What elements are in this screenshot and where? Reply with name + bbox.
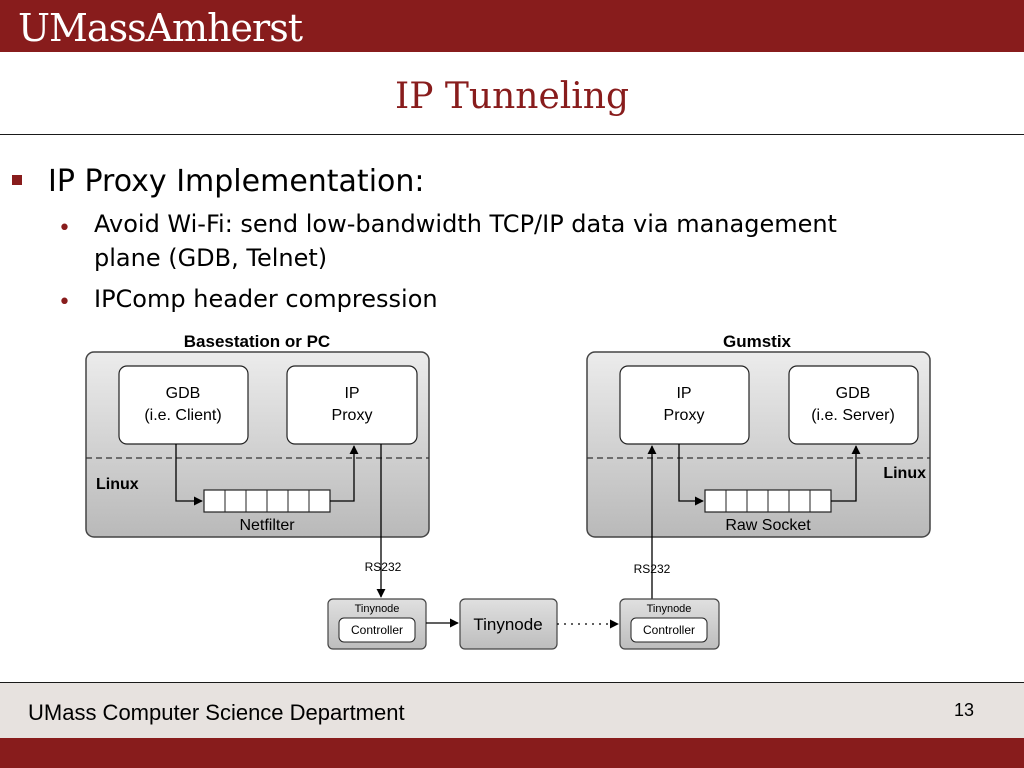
footer-bar: [0, 682, 1024, 739]
left-panel-label: Basestation or PC: [184, 332, 330, 351]
netfilter-queue: [203, 489, 331, 513]
ip-proxy-right-label: IP: [676, 385, 691, 402]
socket-to-gdb-arrow: [831, 445, 861, 502]
slide-title: IP Tunneling: [394, 76, 630, 117]
title-divider: [0, 134, 1024, 135]
controller-right-box: [630, 617, 708, 643]
umass-logo: UMassAmherst: [18, 6, 303, 50]
controller-right-label: Controller: [643, 623, 695, 637]
rs232-left-label: RS232: [365, 560, 402, 574]
bullet-main: IP Proxy Implementation:: [48, 164, 425, 199]
gdb-client-box: [118, 365, 249, 445]
ip-proxy-left-box: [286, 365, 418, 445]
controller-left-box: [338, 617, 416, 643]
page-number: 13: [953, 700, 974, 720]
gdb-to-queue-arrow: [175, 444, 203, 506]
right-panel-label: Gumstix: [723, 332, 792, 351]
queue-to-proxy-arrow: [330, 445, 359, 502]
linux-label-left: Linux: [96, 476, 139, 493]
ip-proxy-right-sublabel: Proxy: [664, 407, 705, 424]
netfilter-label: Netfilter: [239, 517, 295, 534]
dot-bullet-icon: •: [58, 290, 71, 315]
square-bullet-icon: [12, 175, 22, 185]
linux-label-right: Linux: [883, 465, 926, 482]
sub-bullet-1: Avoid Wi-Fi: send low-bandwidth TCP/IP d…: [94, 210, 837, 272]
tinynode-mid-label: Tinynode: [473, 615, 542, 634]
bottom-bar: [0, 738, 1024, 768]
gdb-client-sublabel: (i.e. Client): [144, 407, 221, 424]
gdb-server-sublabel: (i.e. Server): [811, 407, 895, 424]
gdb-server-label: GDB: [836, 385, 871, 402]
sub-bullet-2: IPComp header compression: [94, 285, 438, 313]
dot-bullet-icon: •: [58, 216, 71, 241]
rs232-right-label: RS232: [634, 562, 671, 576]
ip-tunnel-diagram: Basestation or PC GDB (i.e. Client) IP P…: [85, 332, 931, 650]
raw-socket-label: Raw Socket: [725, 517, 811, 534]
gdb-client-label: GDB: [166, 385, 201, 402]
department-name: UMass Computer Science Department: [28, 700, 405, 725]
tinynode-right-title: Tinynode: [647, 603, 692, 615]
ip-proxy-left-sublabel: Proxy: [332, 407, 373, 424]
tinynode-left-title: Tinynode: [355, 603, 400, 615]
proxy-to-socket-arrow: [678, 444, 704, 506]
header-bar: [0, 0, 1024, 52]
ip-proxy-left-label: IP: [344, 385, 359, 402]
gdb-server-box: [788, 365, 919, 445]
controller-left-label: Controller: [351, 623, 403, 637]
raw-socket-queue: [704, 489, 832, 513]
ip-proxy-right-box: [619, 365, 750, 445]
